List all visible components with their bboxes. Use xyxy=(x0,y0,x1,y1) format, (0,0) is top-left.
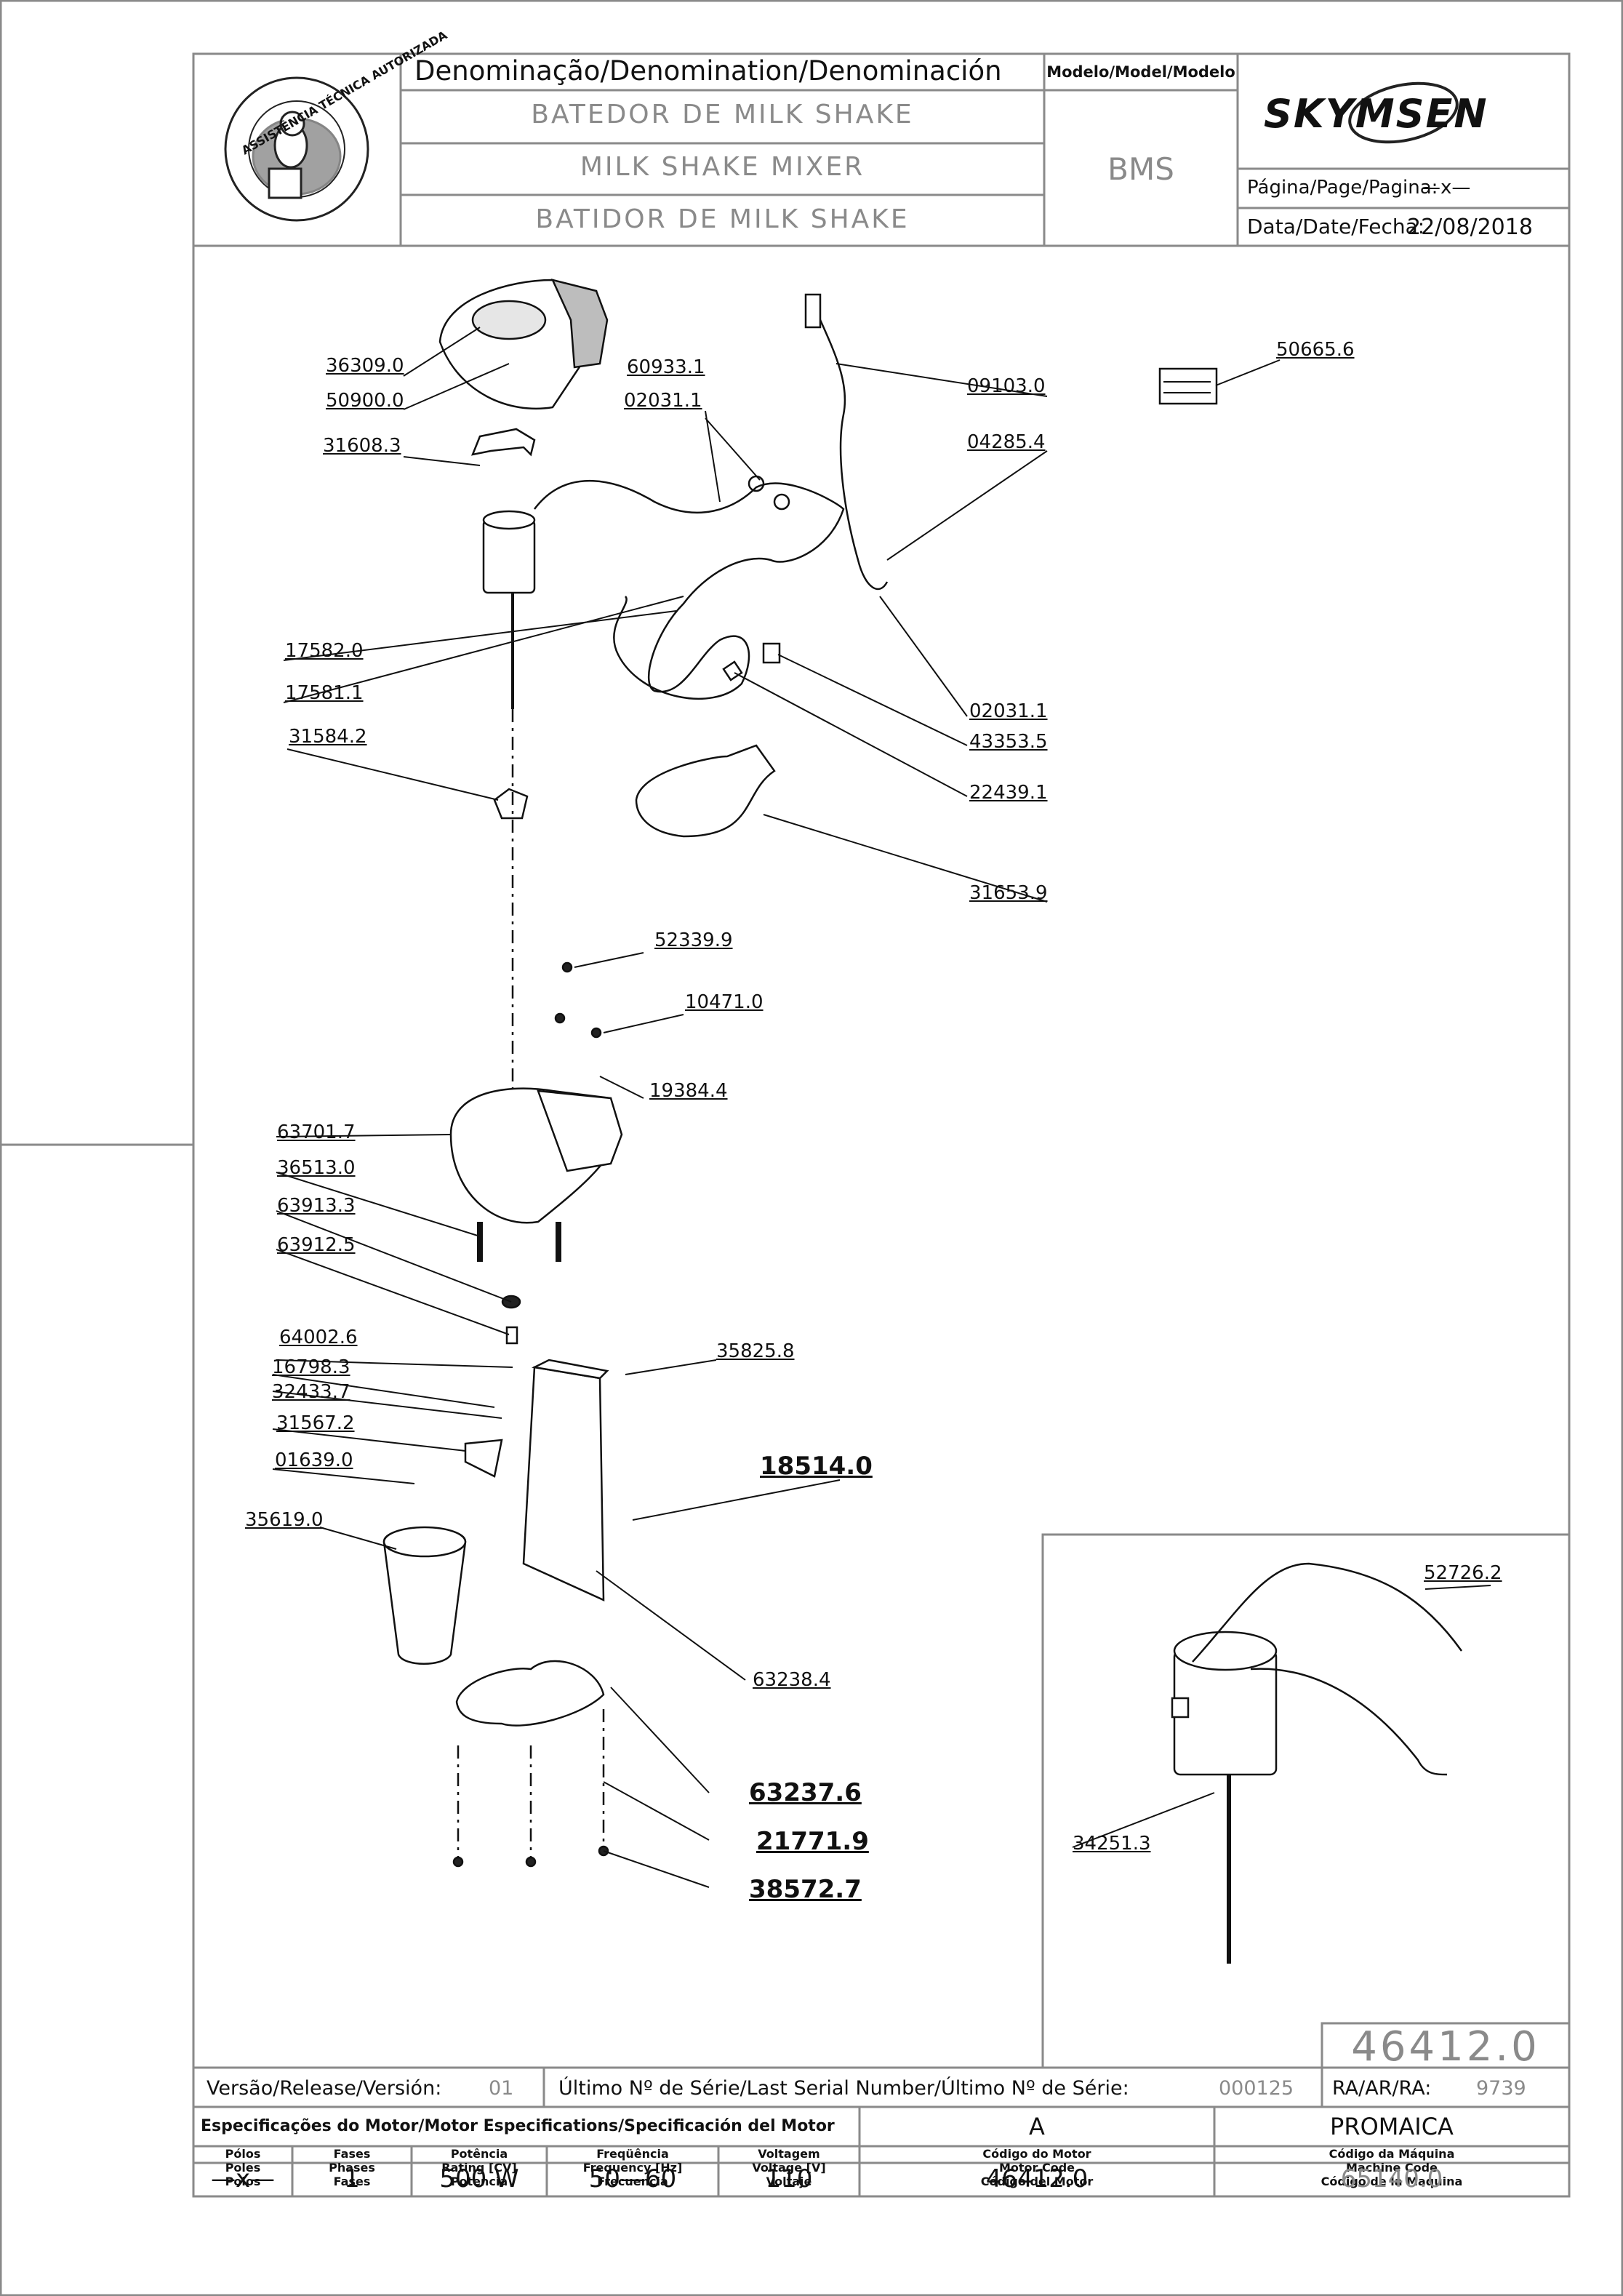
part-label: 02031.1 xyxy=(969,700,1048,722)
part-label: 60933.1 xyxy=(627,356,705,378)
part-label: 52339.9 xyxy=(654,929,733,951)
val-poles: —x— xyxy=(210,2164,276,2193)
part-label: 04285.4 xyxy=(967,431,1046,453)
part-label: 09103.0 xyxy=(967,375,1046,397)
inset-code: 46412.0 xyxy=(1351,2023,1540,2071)
part-label: 17581.1 xyxy=(285,682,364,704)
inset-part-label: 52726.2 xyxy=(1424,1562,1502,1584)
product-name-en: MILK SHAKE MIXER xyxy=(580,152,865,182)
motor-spec-label: Especificações do Motor/Motor Especifica… xyxy=(201,2117,835,2135)
part-label: 63912.5 xyxy=(277,1234,356,1256)
part-label: 21771.9 xyxy=(756,1827,869,1856)
page-value: —x— xyxy=(1422,177,1471,199)
product-name-pt: BATEDOR DE MILK SHAKE xyxy=(531,100,914,129)
release-label: Versão/Release/Versión: xyxy=(207,2077,442,2100)
part-label: 50900.0 xyxy=(326,390,404,412)
customer-name: PROMAICA xyxy=(1330,2113,1454,2140)
seal-logo xyxy=(224,76,369,222)
part-label: 16798.3 xyxy=(272,1356,350,1378)
part-label: 64002.6 xyxy=(279,1327,358,1348)
part-label: 35825.8 xyxy=(716,1340,795,1362)
page-label: Página/Page/Pagina: xyxy=(1247,177,1438,199)
part-label: 63237.6 xyxy=(749,1778,862,1807)
part-label: 36513.0 xyxy=(277,1157,356,1179)
inset-part-label: 34251.3 xyxy=(1073,1833,1151,1855)
part-label: 17582.0 xyxy=(285,640,364,662)
part-label: 36309.0 xyxy=(326,355,404,377)
part-label: 63238.4 xyxy=(753,1669,831,1691)
part-label: 01639.0 xyxy=(275,1449,353,1471)
part-label: 31584.2 xyxy=(289,726,367,748)
part-label: 22439.1 xyxy=(969,782,1048,804)
serial-value: 000125 xyxy=(1219,2077,1294,2100)
brand-logo: SKYMSEN xyxy=(1264,91,1488,137)
brand-swoosh xyxy=(1348,81,1459,144)
ra-label: RA/AR/RA: xyxy=(1332,2077,1432,2100)
part-label: 31608.3 xyxy=(323,435,401,457)
val-motor-code: 46412.0 xyxy=(985,2164,1089,2193)
part-label: 18514.0 xyxy=(760,1452,873,1481)
part-label: 63913.3 xyxy=(277,1195,356,1217)
denomination-title: Denominação/Denomination/Denominación xyxy=(414,55,1002,87)
part-label: 31567.2 xyxy=(276,1412,355,1434)
val-rating: 500 W xyxy=(439,2164,519,2193)
model-value: BMS xyxy=(1107,151,1174,187)
ra-value: 9739 xyxy=(1476,2077,1526,2100)
part-label: 02031.1 xyxy=(624,390,702,412)
part-label: 10471.0 xyxy=(685,991,764,1013)
val-voltage: 110 xyxy=(765,2164,813,2193)
product-name-es: BATIDOR DE MILK SHAKE xyxy=(535,204,910,234)
part-label: 63701.7 xyxy=(277,1121,356,1143)
part-label: 38572.7 xyxy=(749,1875,862,1904)
exploded-drawing xyxy=(272,279,1491,1964)
part-label: 19384.4 xyxy=(649,1080,728,1102)
val-frequency: 50—60 xyxy=(588,2164,677,2193)
serial-label: Último Nº de Série/Last Serial Number/Úl… xyxy=(558,2077,1129,2100)
part-label: 43353.5 xyxy=(969,731,1048,753)
part-label: 50665.6 xyxy=(1276,339,1355,361)
release-value: 01 xyxy=(489,2077,514,2100)
date-value: 22/08/2018 xyxy=(1407,215,1533,240)
part-label: 31653.9 xyxy=(969,882,1048,904)
date-label: Data/Date/Fecha: xyxy=(1247,215,1425,239)
model-title: Modelo/Model/Modelo xyxy=(1046,63,1235,81)
part-label: 32433.7 xyxy=(272,1381,350,1403)
part-label: 35619.0 xyxy=(245,1509,324,1531)
val-machine-code: 65140.0 xyxy=(1340,2164,1443,2193)
val-phases: 1 xyxy=(344,2164,360,2193)
motor-letter: A xyxy=(1029,2113,1045,2140)
